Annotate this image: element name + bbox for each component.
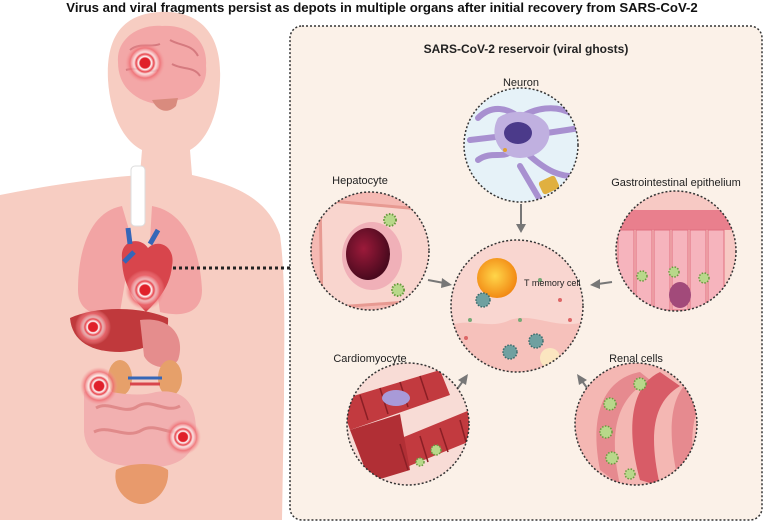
panel-title: SARS-CoV-2 reservoir (viral ghosts) [424,42,629,56]
heart-target-icon [125,270,165,310]
kidneys [108,360,182,396]
stomach-organ [140,319,181,368]
neuron-cell [463,87,579,203]
bladder-organ [115,464,169,504]
trachea [130,165,146,227]
t-memory-cell-label: T memory cell [524,278,580,288]
hepatocyte-cell [310,191,430,311]
human-body [0,11,285,520]
gi-epithelium-cell [615,190,737,312]
label-gi-epithelium: Gastrointestinal epithelium [611,177,741,189]
kidney-target-icon [80,367,118,405]
figure-title: Virus and viral fragments persist as dep… [66,0,698,15]
label-neuron: Neuron [503,77,539,89]
arrows [427,204,613,393]
intestine-target-icon [165,419,201,455]
brain-target-icon [125,43,165,83]
label-cardiomyocyte: Cardiomyocyte [333,353,406,365]
liver-target-icon [75,309,111,345]
label-hepatocyte: Hepatocyte [332,175,388,187]
label-renal-cells: Renal cells [609,353,663,365]
cardiomyocyte-cell [346,362,470,486]
renal-cell [574,362,698,486]
